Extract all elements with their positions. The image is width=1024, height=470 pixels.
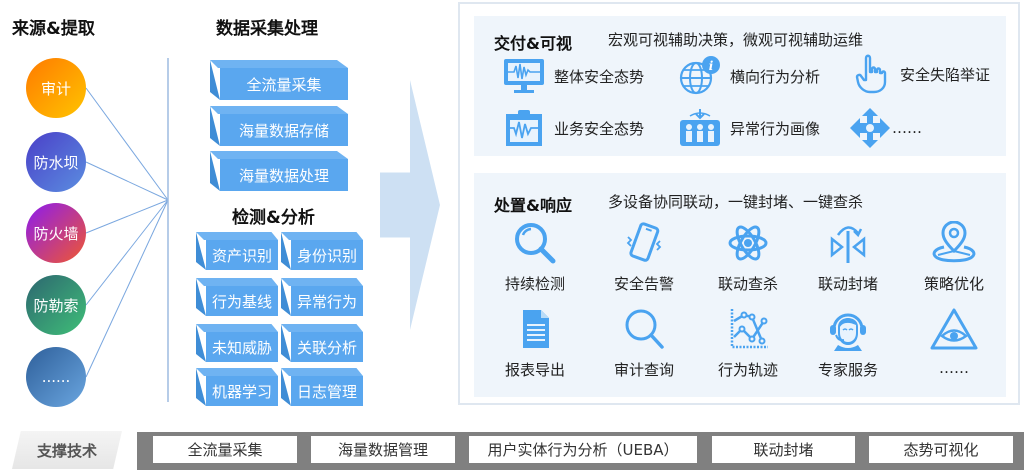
delivery-item: 业务安全态势 [502,108,644,148]
source-antiransom: 防勒索 [26,275,86,335]
magnifier-icon [485,221,585,265]
response-item: 策略优化 [904,221,1004,294]
support-item: 联动封堵 [712,436,855,463]
source-audit: 审计 [26,58,86,118]
block-label: 未知威胁 [206,332,278,362]
delivery-item-label: …… [892,119,922,137]
delivery-item-label: 异常行为画像 [730,119,821,138]
response-title: 处置&响应 [494,196,572,215]
response-item-label: 审计查询 [613,361,674,379]
response-item-label: 联动封堵 [817,275,878,293]
source-dam: 防水坝 [26,132,86,192]
connector-lines [85,58,169,402]
move-arrows-icon [848,108,892,148]
search-icon [594,307,694,351]
block-label: 全流量采集 [220,68,348,100]
support-tech-bar: 全流量采集 海量数据管理 用户实体行为分析（UEBA） 联动封堵 态势可视化 [137,432,1024,470]
response-item: 联动封堵 [798,221,898,294]
collect-block-full-traffic: 全流量采集 [210,60,348,100]
delivery-item-label: 横向行为分析 [730,67,821,86]
analysis-block: 关联分析 [281,324,363,362]
response-item: 安全告警 [594,221,694,294]
block-label: 海量数据存储 [220,114,348,146]
collect-block-processing: 海量数据处理 [210,151,348,191]
source-firewall: 防火墙 [26,203,86,263]
delivery-item: 安全失陷举证 [848,54,990,94]
block-label: 资产识别 [206,240,278,270]
response-item-label: 专家服务 [817,361,878,379]
line-chart-icon [698,307,798,351]
monitor-waveform-icon [502,56,546,96]
analysis-block: 身份识别 [281,232,363,270]
response-item: 联动查杀 [698,221,798,294]
delivery-item-label: 整体安全态势 [554,67,645,86]
sources-title: 来源&提取 [12,19,95,39]
response-item: 专家服务 [798,307,898,380]
clipboard-waveform-icon [502,108,546,148]
response-item-label: 报表导出 [504,361,565,379]
collect-title: 数据采集处理 [216,19,318,39]
support-item: 海量数据管理 [311,436,455,463]
analysis-title: 检测&分析 [232,208,315,228]
response-item: 审计查询 [594,307,694,380]
source-more: ...... [26,347,86,407]
location-pin-icon [904,221,1004,265]
response-item-label: 策略优化 [923,275,984,293]
response-section: 处置&响应 多设备协同联动，一键封堵、一键查杀 持续检测 安全告警 联动查杀 联… [474,173,1006,397]
response-item: 持续检测 [485,221,585,294]
analysis-block: 机器学习 [196,368,278,406]
svg-text:i: i [709,59,714,73]
response-item-label: 安全告警 [613,275,674,293]
pointing-hand-icon [848,54,892,94]
block-label: 日志管理 [291,376,363,406]
support-item: 用户实体行为分析（UEBA） [469,436,697,463]
delivery-section: 交付&可视 宏观可视辅助决策，微观可视辅助运维 整体安全态势 i 横向行为分析 … [474,16,1006,156]
analysis-block: 异常行为 [281,278,363,316]
support-item: 全流量采集 [153,436,297,463]
block-label: 异常行为 [291,286,363,316]
delivery-item-label: 安全失陷举证 [900,65,991,84]
globe-info-icon: i [678,56,722,96]
analysis-block: 资产识别 [196,232,278,270]
response-item-label: 持续检测 [504,275,565,293]
response-item: 行为轨迹 [698,307,798,380]
delivery-item: 整体安全态势 [502,56,644,96]
analysis-block: 行为基线 [196,278,278,316]
block-label: 海量数据处理 [220,159,348,191]
block-label: 身份识别 [291,240,363,270]
delivery-desc: 宏观可视辅助决策，微观可视辅助运维 [608,31,864,49]
delivery-item: …… [848,108,922,148]
document-icon [485,307,585,351]
analysis-block: 日志管理 [281,368,363,406]
support-tech-label: 支撑技术 [12,431,122,469]
response-item: …… [904,307,1004,377]
block-label: 行为基线 [206,286,278,316]
analysis-block: 未知威胁 [196,324,278,362]
response-item: 报表导出 [485,307,585,380]
response-desc: 多设备协同联动，一键封堵、一键查杀 [608,193,864,211]
flip-block-icon [798,221,898,265]
flow-arrow-icon [380,80,440,330]
delivery-title: 交付&可视 [494,34,572,53]
atom-icon [698,221,798,265]
block-label: 关联分析 [291,332,363,362]
eye-triangle-icon [904,307,1004,351]
response-item-label: 行为轨迹 [717,361,778,379]
delivery-item: 异常行为画像 [678,108,820,148]
delivery-item-label: 业务安全态势 [554,119,645,138]
collect-block-storage: 海量数据存储 [210,106,348,146]
delivery-item: i 横向行为分析 [678,56,820,96]
group-people-icon [678,108,722,148]
block-label: 机器学习 [206,376,278,406]
vibrating-phone-icon [594,221,694,265]
response-item-label: 联动查杀 [717,275,778,293]
response-item-label: …… [939,359,969,377]
support-item: 态势可视化 [869,436,1013,463]
headset-agent-icon [798,307,898,351]
